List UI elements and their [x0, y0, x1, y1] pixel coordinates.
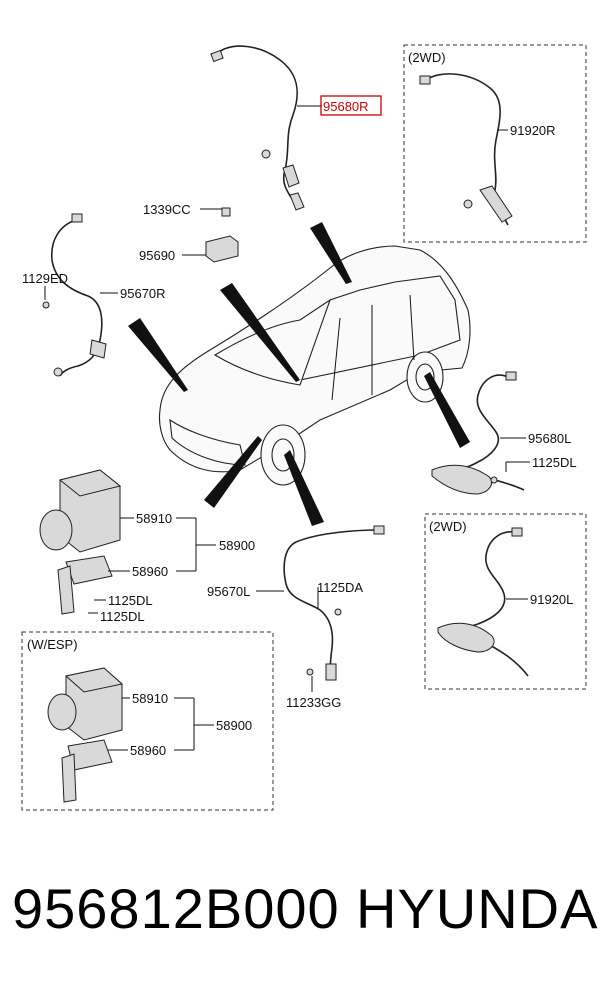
sensor-95670l-drawing	[283, 525, 385, 681]
box-2wd-right-label: (2WD)	[429, 519, 467, 534]
label-esp-58900[interactable]: 58900	[216, 718, 252, 733]
esp-module-drawing	[47, 667, 124, 803]
label-1125dl-a[interactable]: 1125DL	[108, 593, 153, 608]
sensor-95680r-drawing	[210, 45, 305, 211]
box-2wd-top-right: (2WD)	[403, 44, 587, 243]
label-1125dl-b[interactable]: 1125DL	[100, 609, 145, 624]
footer-part-number: 956812B000	[12, 877, 340, 940]
label-1125dl-right[interactable]: 1125DL	[532, 455, 577, 470]
label-91920l[interactable]: 91920L	[530, 592, 573, 607]
label-95680r[interactable]: 95680R	[323, 99, 369, 114]
label-1125da[interactable]: 1125DA	[317, 580, 363, 595]
label-esp-58910[interactable]: 58910	[132, 691, 168, 706]
box-esp: (W/ESP)	[21, 631, 274, 811]
label-58960[interactable]: 58960	[132, 564, 168, 579]
label-58900[interactable]: 58900	[219, 538, 255, 553]
label-95670r[interactable]: 95670R	[120, 286, 166, 301]
box-2wd-top-right-label: (2WD)	[408, 50, 446, 65]
sensor-91920l-drawing	[437, 527, 529, 677]
car-drawing	[158, 245, 471, 486]
label-95680l[interactable]: 95680L	[528, 431, 571, 446]
footer: 956812B000 HYUNDAI	[0, 866, 600, 966]
label-95690[interactable]: 95690	[139, 248, 175, 263]
label-95670l[interactable]: 95670L	[207, 584, 250, 599]
sensor-95680l-drawing	[431, 371, 525, 495]
box-esp-label: (W/ESP)	[27, 637, 78, 652]
bracket-95690-drawing	[205, 207, 239, 263]
footer-brand: HYUNDAI	[356, 877, 600, 940]
sensor-95670r-drawing	[42, 213, 107, 377]
label-91920r[interactable]: 91920R	[510, 123, 556, 138]
label-1339cc[interactable]: 1339CC	[143, 202, 191, 217]
abs-module-drawing	[39, 469, 122, 615]
pointer-wedges	[128, 222, 470, 526]
label-1129ed[interactable]: 1129ED	[22, 271, 68, 286]
label-esp-58960[interactable]: 58960	[130, 743, 166, 758]
sensor-91920r-drawing	[419, 73, 513, 226]
box-2wd-right: (2WD)	[424, 513, 587, 690]
label-11233gg[interactable]: 11233GG	[286, 695, 341, 710]
label-58910[interactable]: 58910	[136, 511, 172, 526]
